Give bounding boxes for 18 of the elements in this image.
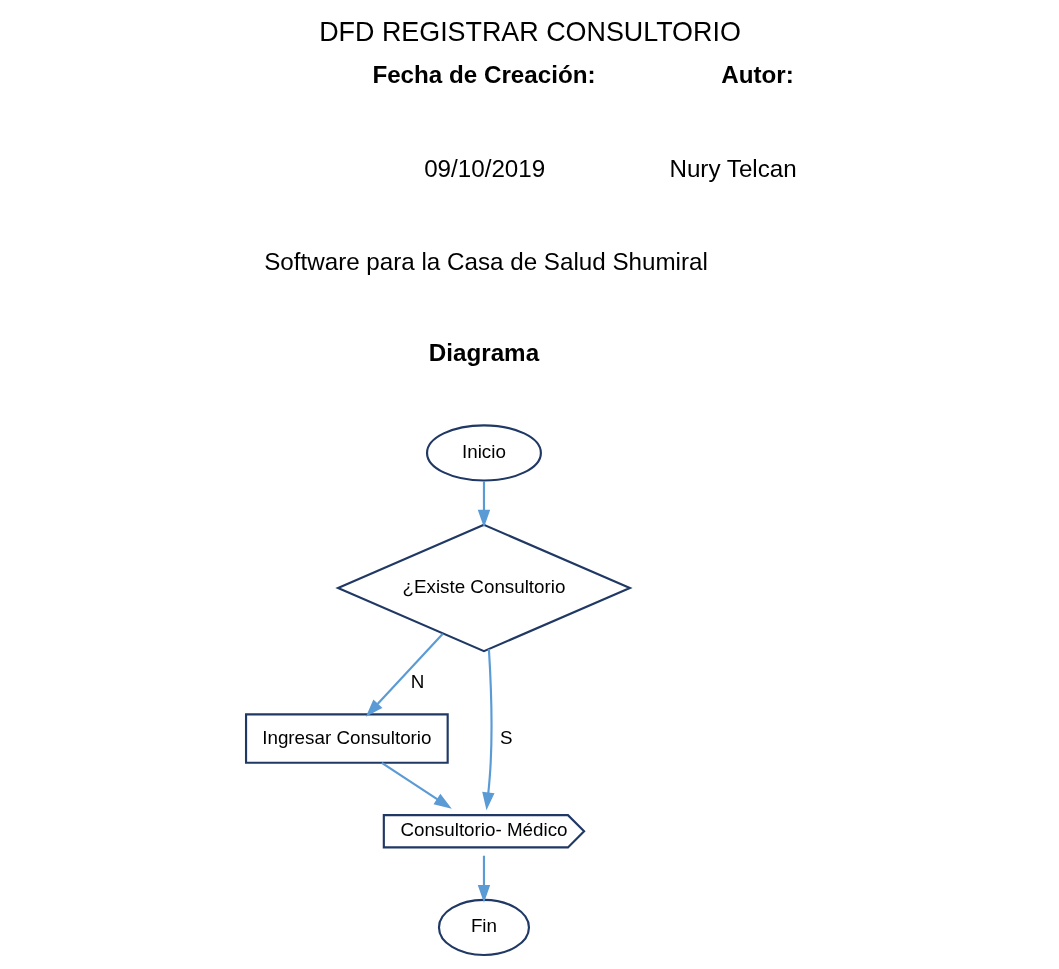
label: Fecha de Creación: — [371, 61, 596, 89]
diagram-title: DFD REGISTRAR CONSULTORIO — [318, 16, 741, 47]
label: Autor: — [720, 61, 794, 89]
node-ellipse: Inicio — [425, 424, 542, 482]
label: 09/10/2019 — [423, 155, 545, 183]
arrow — [477, 481, 490, 528]
arrow — [365, 632, 444, 717]
arrow — [477, 855, 490, 903]
edge-label: S — [499, 726, 512, 748]
edge-label: N — [410, 670, 424, 692]
label: Software para la Casa de Salud Shumiral — [263, 247, 708, 275]
label: Diagrama — [428, 339, 539, 367]
node-box: Ingresar Consultorio — [244, 713, 449, 764]
node-ellipse: Fin — [437, 898, 530, 957]
arrow — [380, 761, 452, 809]
arrow — [481, 649, 495, 811]
node-diamond: ¿Existe Consultorio — [334, 523, 633, 653]
label: Nury Telcan — [668, 155, 797, 183]
